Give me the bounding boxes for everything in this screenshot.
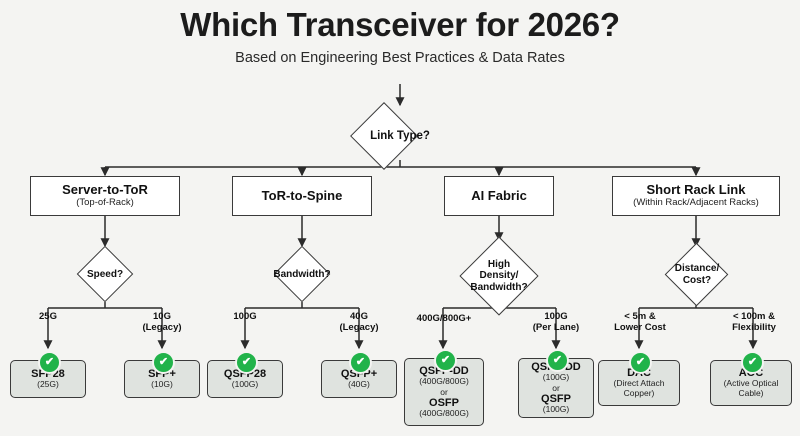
decision-bandwidth[interactable]: [273, 245, 331, 303]
page-subtitle: Based on Engineering Best Practices & Da…: [235, 50, 565, 66]
result-name-alt: OSFP: [429, 397, 459, 410]
edge-label-100g-per-lane: 100G (Per Lane): [532, 311, 580, 333]
check-icon: ✔: [629, 351, 652, 374]
edge-label-100g: 100G: [233, 311, 257, 322]
edge-label-40g: 40G (Legacy): [339, 311, 379, 333]
decision-speed[interactable]: [76, 245, 134, 303]
result-detail-b: Copper): [623, 388, 655, 399]
edge-label-25g: 25G: [39, 311, 57, 322]
edge-label-under-5m: < 5m & Lower Cost: [614, 311, 666, 333]
edge-label-10g: 10G (Legacy): [142, 311, 182, 333]
check-icon: ✔: [741, 351, 764, 374]
check-icon: ✔: [349, 351, 372, 374]
check-icon: ✔: [38, 351, 61, 374]
result-detail: (100G): [542, 372, 570, 383]
result-or: or: [440, 386, 448, 397]
decision-high-density-bandwidth[interactable]: [459, 236, 539, 316]
branch-box-server-to-tor[interactable]: Server-to-ToR (Top-of-Rack): [30, 176, 180, 216]
result-detail: (100G): [231, 379, 259, 390]
result-detail: (Active Optical: [723, 378, 779, 389]
result-detail: (Direct Attach: [613, 378, 665, 389]
check-icon: ✔: [152, 351, 175, 374]
branch-title: ToR-to-Spine: [261, 187, 343, 203]
result-detail: (40G): [348, 379, 370, 390]
result-detail: (400G/800G): [419, 376, 469, 387]
check-icon: ✔: [546, 349, 569, 372]
branch-title: Server-to-ToR: [62, 181, 148, 197]
edge-label-400g-800g: 400G/800G+: [416, 313, 472, 324]
branch-title: Short Rack Link: [646, 181, 746, 197]
edge-label-under-100m: < 100m & Flexibility: [732, 311, 776, 333]
check-icon: ✔: [235, 351, 258, 374]
result-detail-alt: (400G/800G): [419, 408, 469, 419]
result-detail-b: Cable): [738, 388, 764, 399]
branch-subtitle: (Within Rack/Adjacent Racks): [633, 197, 759, 209]
result-detail: (10G): [151, 379, 173, 390]
branch-subtitle: (Top-of-Rack): [76, 197, 134, 209]
decision-link-type[interactable]: [350, 102, 418, 170]
result-detail-alt: (100G): [542, 404, 570, 415]
decision-distance-cost[interactable]: [664, 242, 729, 307]
page-title: Which Transceiver for 2026?: [180, 6, 620, 43]
result-name-alt: QSFP: [541, 393, 571, 406]
branch-box-short-rack-link[interactable]: Short Rack Link (Within Rack/Adjacent Ra…: [612, 176, 780, 216]
result-or: or: [552, 382, 560, 393]
result-detail: (25G): [37, 379, 59, 390]
branch-box-tor-to-spine[interactable]: ToR-to-Spine: [232, 176, 372, 216]
check-icon: ✔: [434, 349, 457, 372]
branch-box-ai-fabric[interactable]: AI Fabric: [444, 176, 554, 216]
branch-title: AI Fabric: [471, 187, 527, 203]
